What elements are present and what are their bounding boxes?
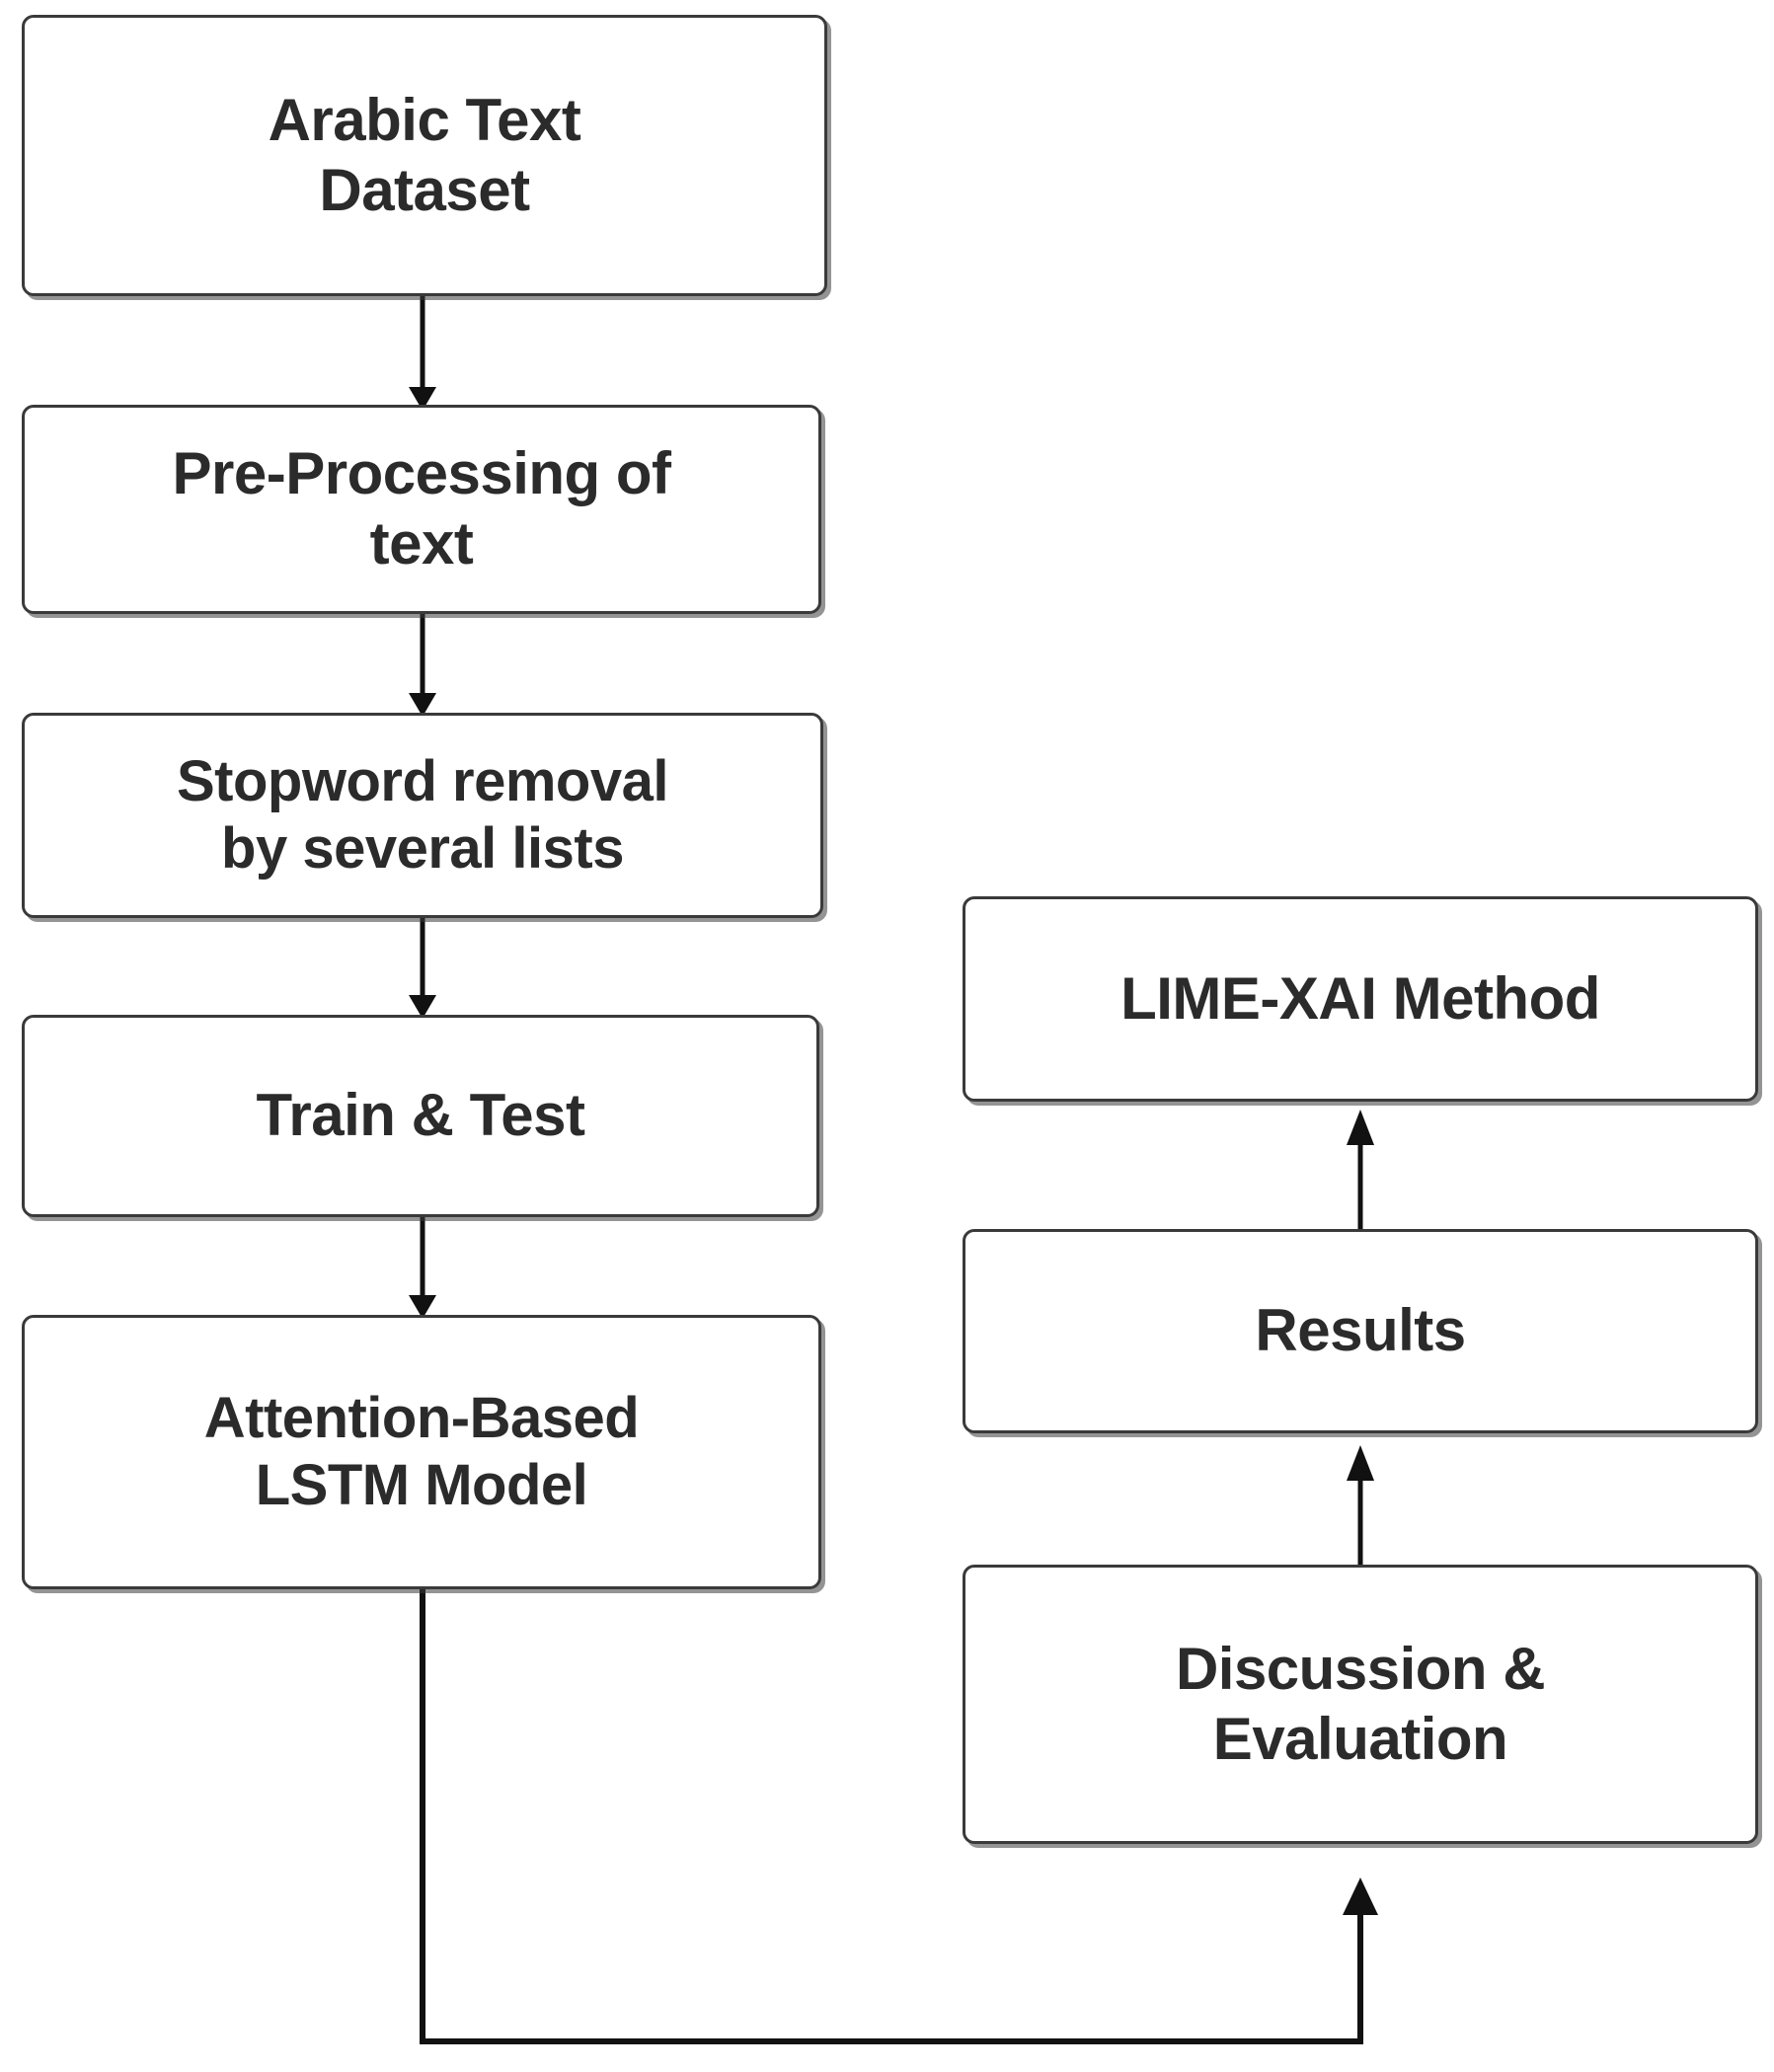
node-label-discussion-and-evaluation: Discussion &Evaluation (1175, 1635, 1546, 1772)
node-label-train-and-test: Train & Test (256, 1082, 585, 1149)
node-train-and-test[interactable]: Train & Test (22, 1015, 819, 1217)
edge-results-to-lime (1347, 1110, 1374, 1229)
node-results[interactable]: Results (963, 1229, 1758, 1433)
edge-stopword-to-traintest (409, 918, 436, 1019)
node-lime-xai-method[interactable]: LIME-XAI Method (963, 896, 1758, 1102)
node-label-lime-xai-method: LIME-XAI Method (1120, 964, 1600, 1032)
edge-dataset-to-preprocess (409, 296, 436, 411)
edge-traintest-to-lstm (409, 1217, 436, 1319)
node-label-results: Results (1255, 1297, 1466, 1364)
node-discussion-and-evaluation[interactable]: Discussion &Evaluation (963, 1565, 1758, 1844)
edge-preprocess-to-stopword (409, 614, 436, 717)
edge-discussion-to-results (1347, 1445, 1374, 1565)
